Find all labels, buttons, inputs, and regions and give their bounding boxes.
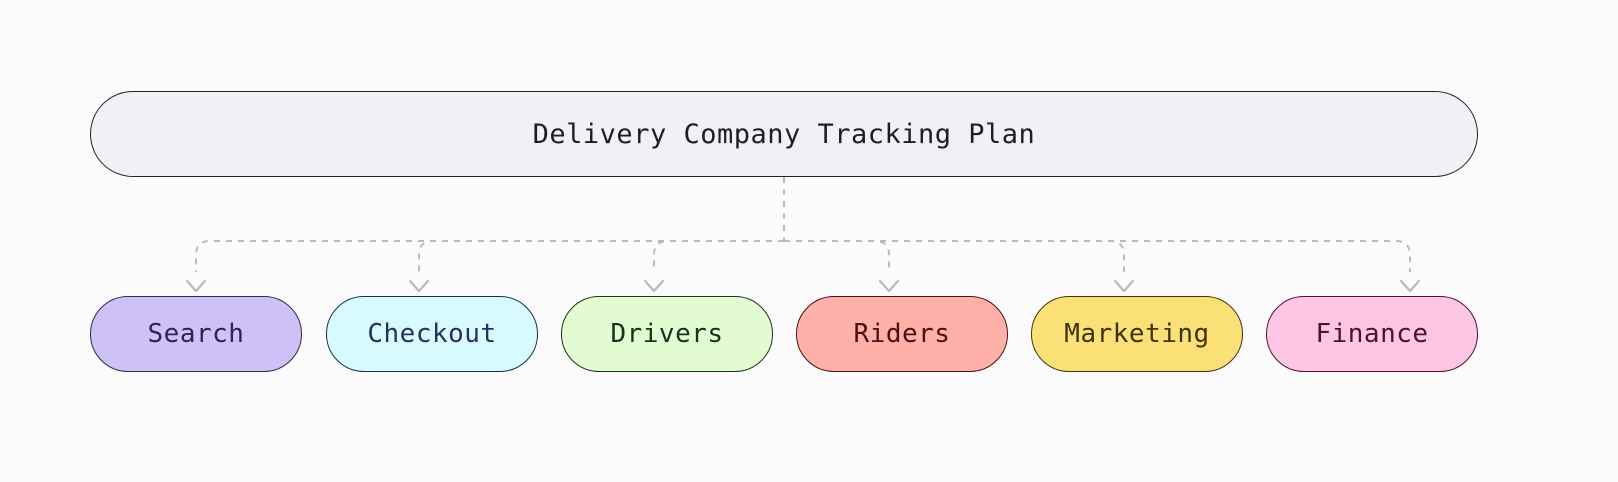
node-riders[interactable]: Riders (796, 296, 1008, 372)
connector-to-checkout (418, 240, 784, 272)
connector-to-drivers (653, 240, 784, 272)
arrowhead-checkout-icon (408, 279, 430, 293)
connector-to-riders (784, 240, 890, 272)
node-finance[interactable]: Finance (1266, 296, 1478, 372)
connector-to-marketing (784, 240, 1125, 272)
arrowhead-riders-icon (878, 279, 900, 293)
node-marketing[interactable]: Marketing (1031, 296, 1243, 372)
arrowhead-finance-icon (1399, 279, 1421, 293)
node-root-delivery-company-tracking-plan[interactable]: Delivery Company Tracking Plan (90, 91, 1478, 177)
arrowhead-drivers-icon (643, 279, 665, 293)
arrowhead-search-icon (185, 279, 207, 293)
node-checkout[interactable]: Checkout (326, 296, 538, 372)
node-search[interactable]: Search (90, 296, 302, 372)
connector-to-search (195, 240, 784, 272)
connector-to-finance (784, 240, 1411, 272)
arrowhead-marketing-icon (1113, 279, 1135, 293)
node-drivers[interactable]: Drivers (561, 296, 773, 372)
